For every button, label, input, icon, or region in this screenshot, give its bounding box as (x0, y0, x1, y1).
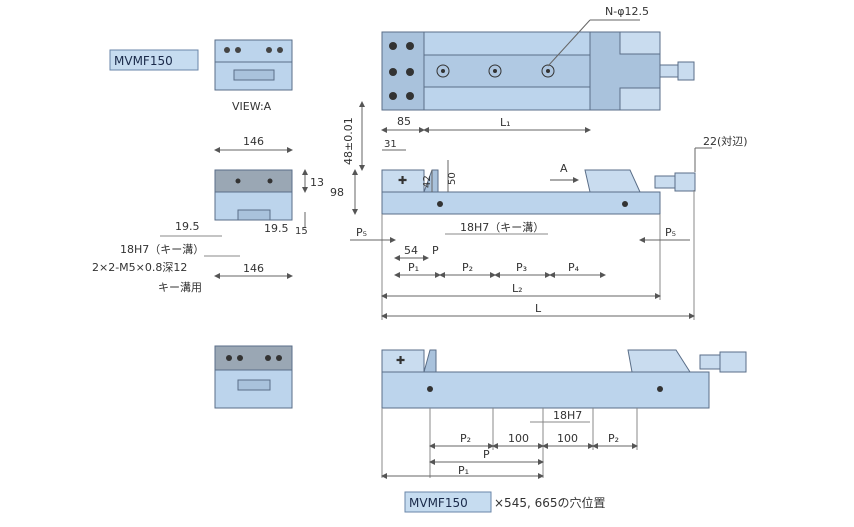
svg-text:19.5: 19.5 (264, 222, 289, 235)
svg-text:P: P (483, 448, 490, 461)
view-a-label: VIEW:A (232, 100, 272, 113)
svg-text:2×2-M5×0.8深12: 2×2-M5×0.8深12 (92, 261, 187, 274)
view-marker: A (560, 162, 568, 175)
svg-text:P₂: P₂ (460, 432, 471, 445)
model-tag-bottom-text: MVMF150 (409, 496, 468, 510)
svg-text:54: 54 (404, 244, 418, 257)
svg-text:P₁: P₁ (408, 261, 419, 274)
svg-text:13: 13 (310, 176, 324, 189)
svg-text:P: P (432, 244, 439, 257)
svg-text:18H7（キー溝）: 18H7（キー溝） (460, 221, 544, 234)
svg-text:L₂: L₂ (512, 282, 523, 295)
svg-text:98: 98 (330, 186, 344, 199)
svg-text:50: 50 (447, 172, 458, 185)
svg-text:19.5: 19.5 (175, 220, 200, 233)
svg-text:L₁: L₁ (500, 116, 511, 129)
bottom-caption: ×545, 665の穴位置 (494, 495, 606, 510)
svg-text:146: 146 (243, 262, 264, 275)
svg-text:P₂: P₂ (462, 261, 473, 274)
wrench-label: 22(対辺) (703, 134, 748, 148)
svg-text:P₁: P₁ (458, 464, 469, 477)
svg-text:100: 100 (508, 432, 529, 445)
svg-text:48±0.01: 48±0.01 (342, 117, 355, 165)
end-view-jaw (214, 169, 293, 193)
svg-text:P₅: P₅ (356, 226, 367, 239)
svg-text:146: 146 (243, 135, 264, 148)
bottom-body (381, 371, 710, 409)
svg-text:100: 100 (557, 432, 578, 445)
svg-text:L: L (535, 302, 542, 315)
svg-text:P₅: P₅ (665, 226, 676, 239)
svg-text:キー溝用: キー溝用 (158, 281, 202, 294)
end-view-lower (214, 345, 293, 409)
svg-text:85: 85 (397, 115, 411, 128)
end-view: 146 13 15 19.5 19.5 18H7（キー溝） 2×2-M5×0.8… (92, 135, 324, 294)
svg-text:✚: ✚ (396, 354, 405, 367)
svg-text:18H7（キー溝）: 18H7（キー溝） (120, 243, 204, 256)
hole-spec-label: N-φ12.5 (605, 5, 649, 18)
side-body (381, 191, 661, 215)
plan-view: N-φ12.5 (381, 5, 695, 111)
model-tag-bottom (404, 491, 492, 513)
svg-text:31: 31 (384, 139, 397, 150)
model-tag-top-text: MVMF150 (114, 54, 173, 68)
svg-text:P₄: P₄ (568, 261, 580, 274)
view-a: MVMF150 VIEW:A (109, 39, 293, 113)
svg-text:42: 42 (422, 175, 433, 188)
bottom-view: ✚ 18H7 P₂ 100 100 P₂ P P₁ MVMF150 ×545, … (381, 349, 747, 513)
svg-text:P₂: P₂ (608, 432, 619, 445)
svg-text:P₃: P₃ (516, 261, 527, 274)
model-tag-top (109, 49, 199, 71)
svg-text:✚: ✚ (398, 174, 407, 187)
svg-text:18H7: 18H7 (553, 409, 582, 422)
svg-text:15: 15 (295, 226, 308, 237)
side-view: ✚ 48±0.01 98 85 31 L₁ 42 50 A 22(対辺) P₅ … (330, 101, 748, 320)
